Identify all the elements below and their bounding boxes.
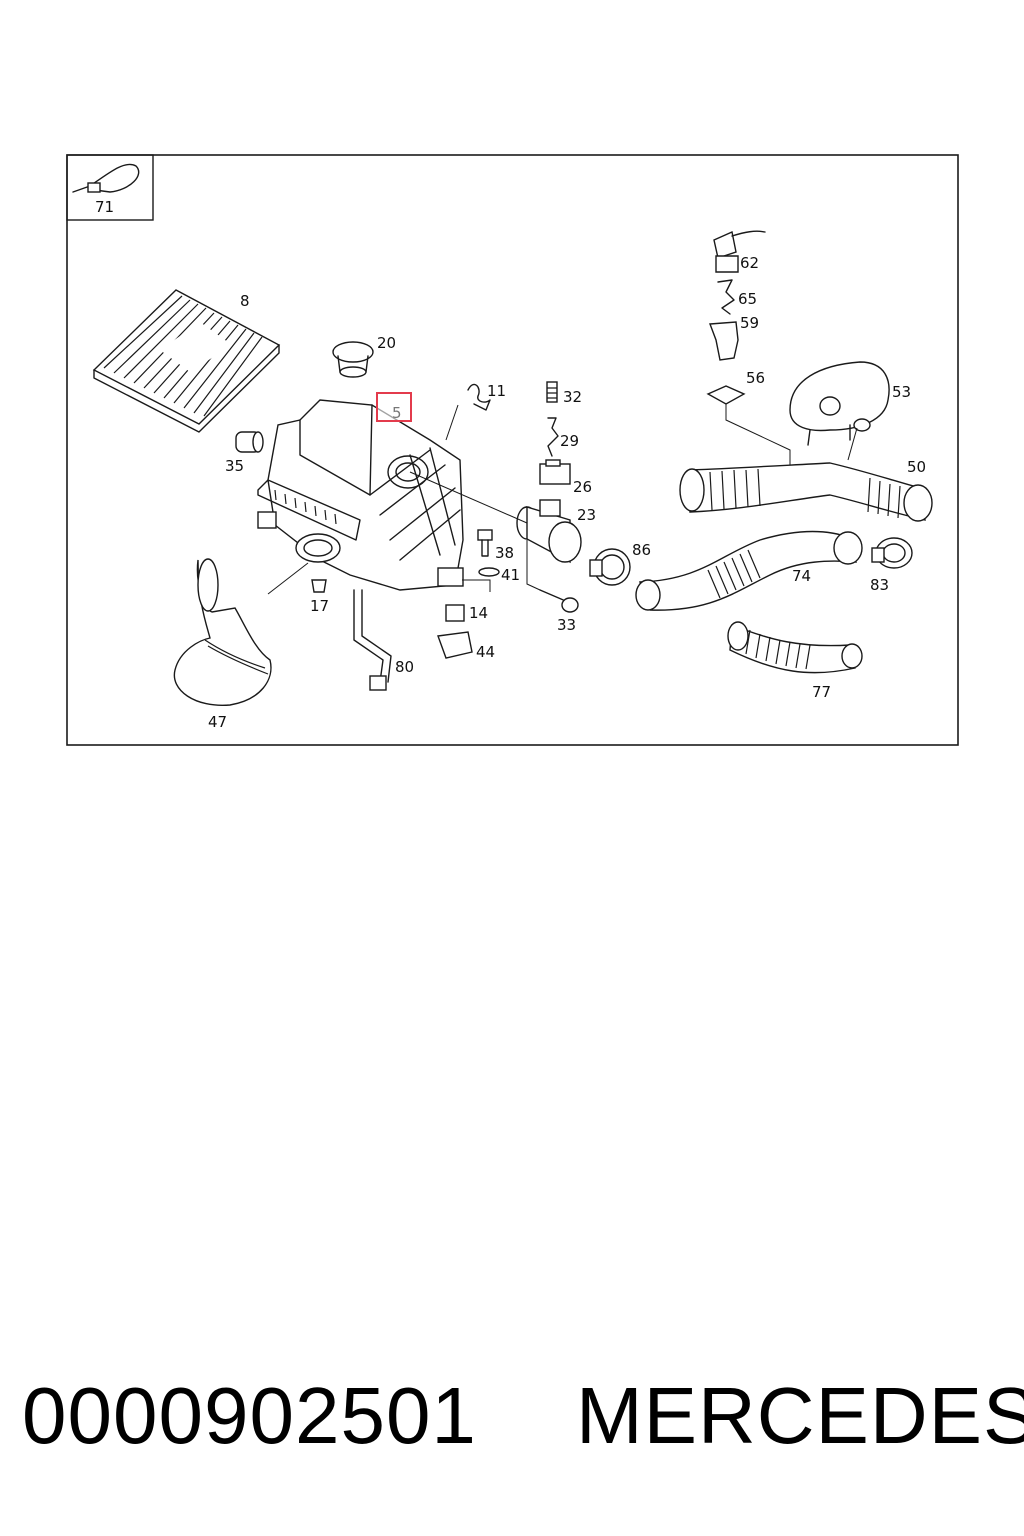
part-20-drawing bbox=[332, 341, 374, 378]
nut-and-bracket bbox=[437, 604, 473, 659]
label-32: 32 bbox=[563, 388, 582, 406]
label-8: 8 bbox=[240, 292, 250, 310]
intake-duct bbox=[173, 558, 272, 706]
part-number: 0000902501 bbox=[22, 1371, 477, 1460]
label-29: 29 bbox=[560, 432, 579, 450]
clip-drawing bbox=[445, 383, 491, 441]
brand-name: MERCEDES bbox=[576, 1371, 1024, 1460]
label-74: 74 bbox=[792, 567, 811, 585]
label-80: 80 bbox=[395, 658, 414, 676]
part-labels: 8 20 35 11 32 29 26 23 38 41 14 44 33 17… bbox=[208, 254, 926, 731]
inset-box bbox=[66, 154, 154, 221]
label-11: 11 bbox=[487, 382, 506, 400]
label-83: 83 bbox=[870, 576, 889, 594]
hose-74 bbox=[635, 530, 863, 611]
intake-tube-50 bbox=[679, 427, 933, 522]
label-59: 59 bbox=[740, 314, 759, 332]
diagram-frame bbox=[66, 154, 959, 746]
label-14: 14 bbox=[469, 604, 488, 622]
footer: 0000902501 MERCEDES bbox=[22, 1370, 1024, 1470]
label-53: 53 bbox=[892, 383, 911, 401]
label-26: 26 bbox=[573, 478, 592, 496]
inset-label-71: 71 bbox=[95, 198, 114, 216]
air-flow-sensor bbox=[409, 471, 582, 564]
label-41: 41 bbox=[501, 566, 520, 584]
fasteners bbox=[462, 529, 579, 613]
label-44: 44 bbox=[476, 643, 495, 661]
hose-clamp-86 bbox=[589, 548, 631, 586]
label-50: 50 bbox=[907, 458, 926, 476]
air-filter-housing bbox=[257, 399, 464, 591]
label-23: 23 bbox=[577, 506, 596, 524]
small-parts-32-29-26 bbox=[539, 381, 571, 485]
drain-hose bbox=[353, 589, 392, 691]
parts-diagram: 71 5 bbox=[66, 154, 959, 746]
label-20: 20 bbox=[377, 334, 396, 352]
highlight-box bbox=[376, 392, 412, 422]
air-filter-element bbox=[92, 289, 281, 433]
label-17: 17 bbox=[310, 597, 329, 615]
label-77: 77 bbox=[812, 683, 831, 701]
label-56: 56 bbox=[746, 369, 765, 387]
label-65: 65 bbox=[738, 290, 757, 308]
cable-tie-drawing bbox=[72, 163, 140, 193]
hose-77 bbox=[727, 621, 863, 674]
label-33: 33 bbox=[557, 616, 576, 634]
hose-clamp-83 bbox=[871, 537, 913, 569]
label-35: 35 bbox=[225, 457, 244, 475]
resonator-53 bbox=[789, 361, 890, 446]
label-38: 38 bbox=[495, 544, 514, 562]
label-86: 86 bbox=[632, 541, 651, 559]
label-62: 62 bbox=[740, 254, 759, 272]
insert-17 bbox=[267, 562, 327, 595]
highlight-label-5: 5 bbox=[392, 404, 402, 422]
label-47: 47 bbox=[208, 713, 227, 731]
grommet-drawing bbox=[235, 431, 264, 453]
connector-stack bbox=[706, 230, 791, 468]
